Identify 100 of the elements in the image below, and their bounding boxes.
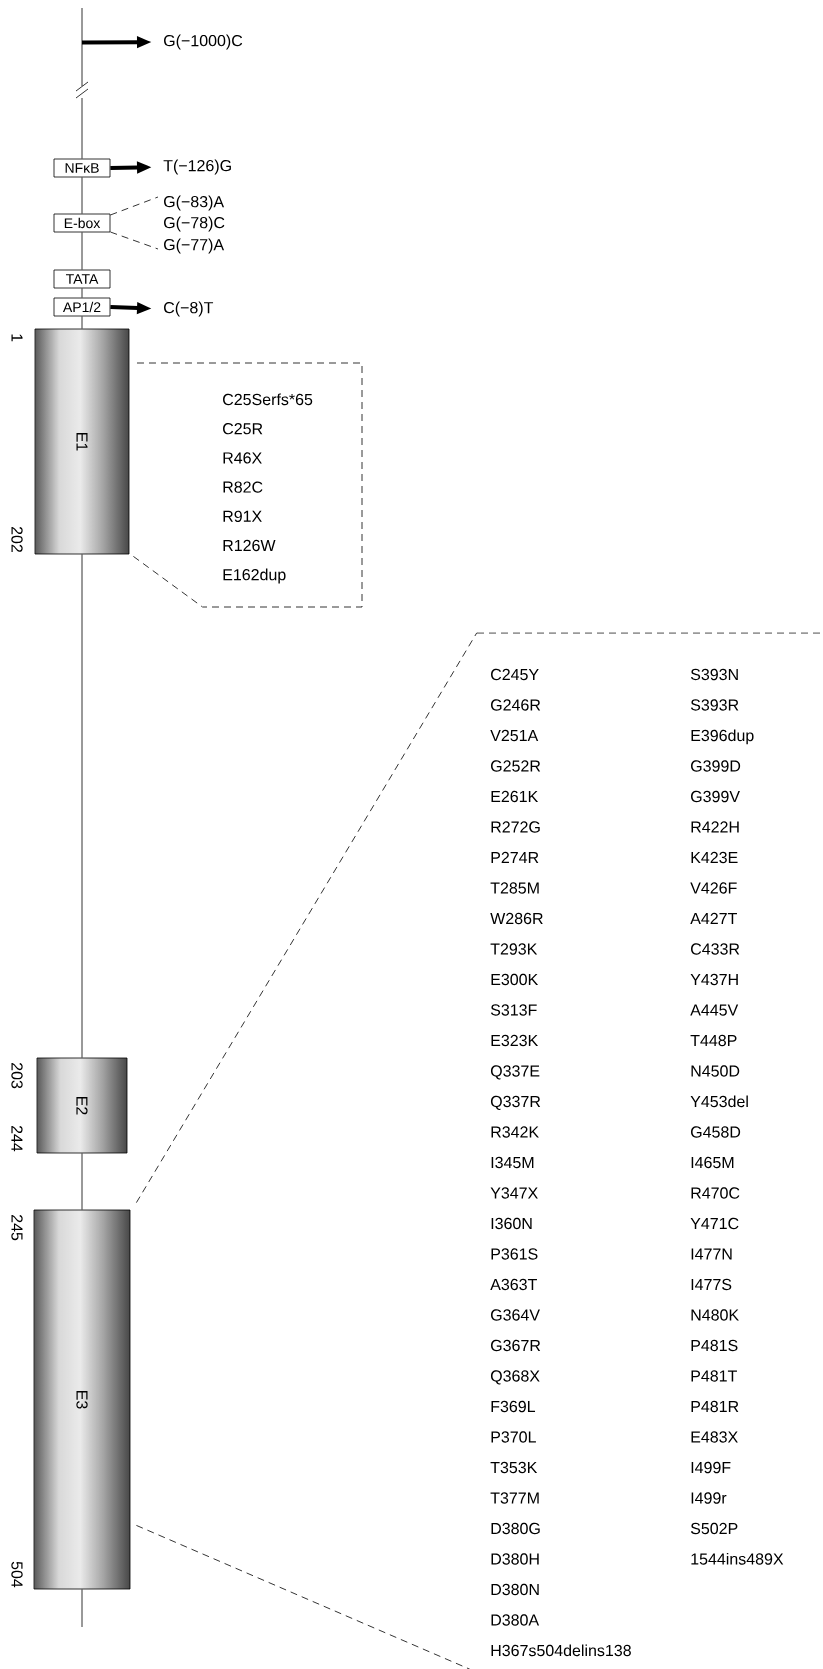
variant-label: P370L [491, 1431, 536, 1443]
position-number: 203 [11, 1063, 23, 1089]
position-number: 504 [11, 1561, 23, 1588]
gene-line [81, 232, 83, 270]
variant-label: R91X [223, 510, 262, 522]
variant-label: C245Y [491, 668, 539, 681]
variant-label: D380N [491, 1583, 539, 1596]
variant-label: R470C [691, 1187, 740, 1199]
element-box: NFκB [53, 158, 111, 178]
variant-label: Y437H [690, 973, 738, 986]
exon-box: E3 [33, 1209, 131, 1590]
variant-label: Q368X [490, 1370, 540, 1385]
variant-label: N480K [691, 1309, 739, 1321]
variant-label: R126W [223, 539, 276, 552]
variant-label: G246R [491, 699, 541, 711]
connector-line [110, 231, 159, 250]
variant-label: P361S [491, 1248, 538, 1260]
variant-label: I477N [691, 1248, 732, 1260]
variant-label: C(−8)T [164, 301, 214, 317]
variant-label: T448P [690, 1034, 737, 1047]
variant-label: P274R [491, 851, 539, 863]
variant-label: T285M [490, 882, 539, 894]
variant-label: I465M [691, 1156, 734, 1169]
variant-label: R82C [223, 481, 263, 493]
variant-label: G(−78)C [164, 216, 225, 232]
variant-label: Y471C [690, 1217, 739, 1230]
variant-label: S313F [490, 1004, 537, 1016]
gene-line [81, 7, 83, 159]
variant-label: Q337E [490, 1065, 540, 1080]
variant-label: S393N [690, 668, 738, 681]
variant-label: Y347X [490, 1187, 538, 1199]
variant-label: S393R [690, 699, 739, 711]
variant-label: P481S [691, 1339, 738, 1352]
variant-label: N450D [691, 1065, 740, 1077]
variant-label: T377M [490, 1492, 539, 1504]
gene-line [81, 554, 83, 1058]
variant-label: G399V [691, 790, 740, 803]
position-number: 245 [11, 1215, 23, 1241]
gene-line [81, 1153, 83, 1210]
variant-label: P481T [691, 1370, 737, 1382]
exon-box: E1 [34, 328, 130, 555]
variant-label: A445V [690, 1004, 739, 1016]
element-box: E-box [53, 213, 111, 233]
connector-line [136, 1525, 471, 1669]
variant-label: T293K [490, 943, 538, 955]
variant-label: D380A [491, 1614, 540, 1626]
variant-label: I477S [691, 1278, 732, 1291]
variant-label: I345M [491, 1156, 534, 1169]
exon-box: E2 [36, 1057, 128, 1154]
position-number: 1 [11, 334, 23, 342]
variant-label: G364V [491, 1309, 540, 1321]
variant-label: G252R [491, 760, 541, 772]
gene-line [81, 288, 83, 298]
variant-label: A427T [690, 912, 737, 924]
variant-label: E261K [491, 790, 539, 803]
element-box: AP1/2 [53, 297, 111, 317]
variant-label: V251A [490, 729, 539, 742]
variant-label: Y453del [690, 1095, 748, 1108]
variant-label: W286R [490, 912, 543, 925]
variant-label: G(−83)A [164, 195, 225, 211]
variant-label: E483X [691, 1431, 738, 1443]
variant-label: C433R [691, 943, 740, 955]
position-number: 202 [11, 526, 23, 552]
connector-line [110, 196, 159, 216]
variant-label: S502P [690, 1522, 738, 1535]
variant-label: A363T [490, 1278, 537, 1291]
gene-line [81, 177, 83, 214]
variant-label: Q337R [490, 1095, 541, 1111]
variant-label: E162dup [223, 568, 286, 584]
variant-label: G399D [691, 760, 741, 772]
variant-label: V426F [690, 882, 737, 894]
connector-line [133, 556, 204, 608]
position-number: 244 [11, 1125, 23, 1152]
element-box: TATA [53, 269, 111, 289]
variant-label: R342K [491, 1126, 539, 1138]
variant-label: G458D [691, 1126, 741, 1138]
variant-label: R46X [223, 452, 262, 464]
variant-label: E323K [491, 1034, 539, 1047]
variant-label: T353K [490, 1461, 538, 1474]
variant-label: P481R [691, 1400, 739, 1413]
gene-line [81, 1589, 83, 1628]
connector-line [136, 632, 478, 1203]
variant-label: D380H [491, 1553, 539, 1565]
variant-label: E396dup [691, 729, 754, 745]
variant-label: C25R [223, 423, 263, 435]
variant-label: C25Serfs*65 [223, 393, 313, 406]
variant-label: I499F [691, 1461, 731, 1474]
variant-label: K423E [691, 851, 738, 864]
variant-label: E300K [491, 973, 539, 986]
variant-label: G(−1000)C [164, 34, 243, 50]
variant-label: G367R [491, 1339, 541, 1352]
variant-label: T(−126)G [163, 159, 231, 175]
variant-label: G(−77)A [164, 238, 225, 254]
variant-label: I360N [491, 1217, 532, 1230]
gene-line [81, 316, 83, 329]
variant-label: 1544ins489X [691, 1552, 784, 1565]
variant-label: R422H [691, 821, 739, 833]
variant-label: D380G [491, 1522, 540, 1535]
variant-label: H367s504delins138 [491, 1644, 631, 1657]
variant-label: I499r [691, 1492, 727, 1504]
